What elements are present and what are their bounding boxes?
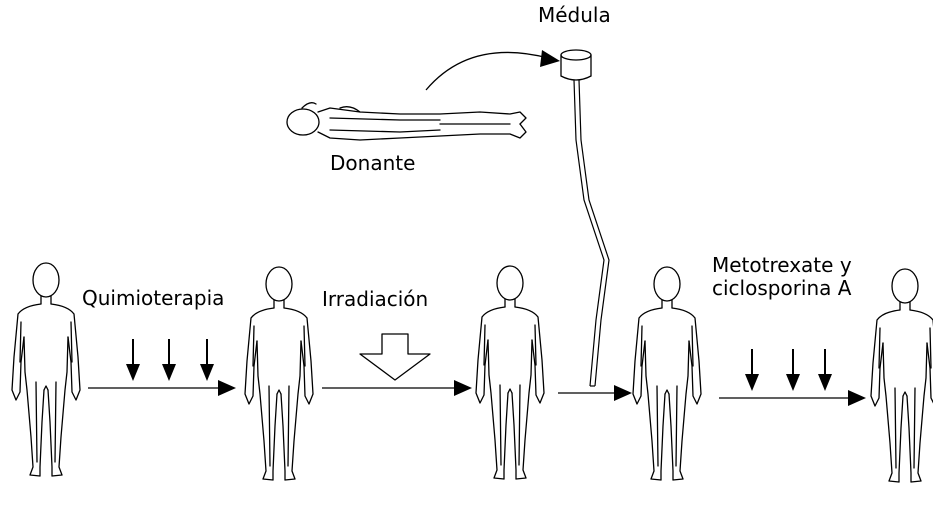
donor-label: Donante xyxy=(330,152,415,175)
down-arrow-icon xyxy=(126,339,140,381)
right-arrow-icon xyxy=(322,380,472,396)
patient-figure-2 xyxy=(245,267,313,480)
down-arrow-icon xyxy=(786,349,800,391)
down-arrow-icon xyxy=(818,349,832,391)
patient-figure-4 xyxy=(633,267,701,480)
lying-donor-icon xyxy=(287,103,526,140)
patient-figure-1 xyxy=(12,263,80,476)
hollow-down-arrow-icon xyxy=(360,334,430,380)
patient-figure-5 xyxy=(871,269,933,482)
post-treatment-label: Metotrexate y ciclosporina A xyxy=(712,254,852,300)
down-arrow-icon xyxy=(162,339,176,381)
right-arrow-icon xyxy=(88,380,236,396)
post-treatment-label-line1: Metotrexate y xyxy=(712,254,852,277)
down-arrow-icon xyxy=(200,339,214,381)
irradiation-label: Irradiación xyxy=(322,288,428,311)
marrow-label: Médula xyxy=(538,4,611,27)
right-arrow-icon xyxy=(719,390,866,406)
transfer-arrow-icon xyxy=(426,50,560,90)
marrow-bag-icon xyxy=(561,50,609,386)
patient-figure-3 xyxy=(476,266,544,479)
chemotherapy-label: Quimioterapia xyxy=(82,287,224,310)
down-arrow-icon xyxy=(745,349,759,391)
right-arrow-icon xyxy=(558,385,632,401)
post-treatment-label-line2: ciclosporina A xyxy=(712,277,852,300)
